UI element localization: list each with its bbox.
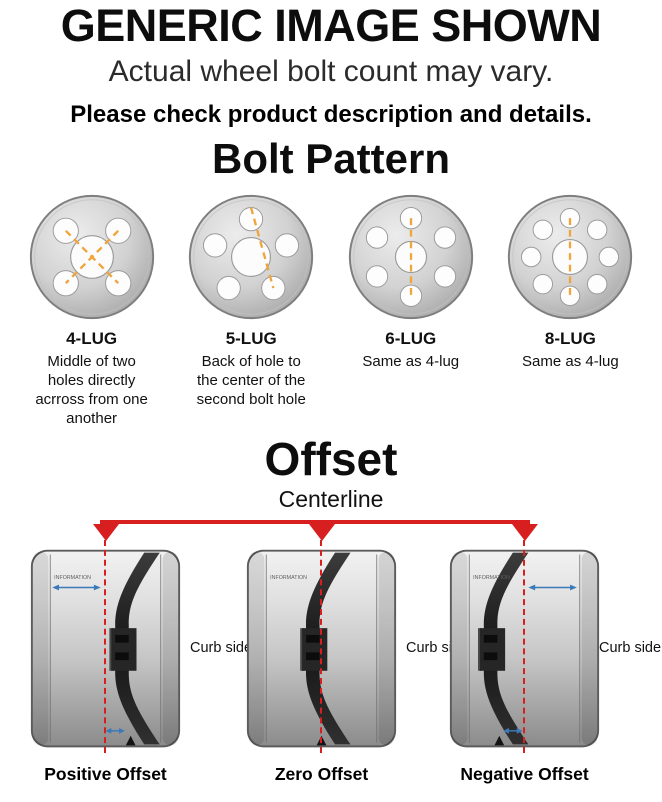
offset-label-positive: Positive Offset: [44, 764, 167, 785]
centerline-marker-icon: [309, 524, 335, 542]
bolt-hole: [203, 233, 228, 258]
lug-description: Same as 4-lug: [522, 353, 619, 371]
bolt-hole: [560, 208, 581, 229]
wheel-face-ring: [33, 199, 150, 316]
lug-name: 5-LUG: [225, 329, 277, 349]
bolt-hole: [433, 265, 456, 288]
lug-diagram-5-icon: [189, 195, 314, 320]
bolt-hole: [521, 247, 542, 268]
bolt-pattern-row: 4-LUG Middle of two holes directly acrro…: [0, 191, 662, 428]
wheel-watermark-text: INFORMATION: [270, 575, 307, 581]
centerline-rule: [100, 520, 530, 525]
offset-arrow-icon: [105, 728, 125, 735]
measurement-dash-line: [64, 230, 119, 285]
rim-flange: [581, 551, 598, 746]
wheel-face-ring: [512, 199, 629, 316]
wheel-spoke-profile: [483, 552, 529, 745]
wheel-watermark-text: INFORMATION: [54, 575, 91, 581]
lug-item-5: 5-LUG Back of hole to the center of the …: [175, 191, 327, 428]
rim-flange: [248, 551, 265, 746]
wheel-watermark-text: INFORMATION: [473, 575, 510, 581]
bolt-hole: [274, 233, 300, 258]
offset-heading: Offset: [264, 433, 398, 486]
rim-flange: [32, 551, 49, 746]
main-heading: GENERIC IMAGE SHOWN: [60, 0, 602, 51]
lug-name: 8-LUG: [544, 329, 596, 349]
bolt-hole: [533, 219, 554, 241]
center-bore: [231, 237, 272, 278]
rim-flange: [162, 551, 179, 746]
lug-description: Same as 4-lug: [362, 353, 460, 371]
lug-diagram-8-icon: [508, 195, 633, 320]
bolt-pattern-heading: Bolt Pattern: [211, 135, 450, 183]
rim-flange: [378, 551, 395, 746]
bolt-hole: [560, 285, 581, 307]
wheel-face-ring: [353, 199, 469, 316]
lug-item-6: 6-LUG Same as 4-lug: [335, 191, 487, 428]
offset-label-zero: Zero Offset: [274, 764, 369, 785]
hub-block: [111, 628, 137, 672]
bolt-hole: [261, 276, 286, 301]
wheel-spoke-profile: [306, 552, 351, 745]
rim-flange: [451, 551, 468, 746]
bolt-hole: [599, 247, 620, 268]
bolt-hole: [533, 274, 554, 295]
measurement-dash-line: [250, 207, 275, 289]
lug-description: Back of hole to the center of the second…: [196, 353, 306, 408]
mount-face-marker-icon: [125, 736, 136, 746]
mount-face-marker-icon: [494, 736, 505, 746]
centerline-marker-icon: [93, 524, 119, 542]
lug-item-4: 4-LUG Middle of two holes directly acrro…: [16, 191, 168, 428]
backspacing-arrow-icon: [528, 584, 577, 591]
lug-item-8: 8-LUG Same as 4-lug: [494, 191, 646, 428]
lug-diagram-6-icon: [348, 195, 473, 320]
bolt-hole: [365, 265, 388, 288]
hub-block: [302, 628, 328, 672]
centerline-dash-line: [104, 540, 106, 754]
curb-side-label: Curb side: [190, 640, 253, 657]
wheel-face-ring: [193, 199, 309, 316]
lug-name: 6-LUG: [385, 329, 437, 349]
curb-side-label: Curb side: [599, 640, 662, 657]
centerline-dash-line: [523, 540, 525, 754]
bolt-hole: [104, 218, 131, 245]
bolt-hole: [433, 226, 456, 250]
offset-label-negative: Negative Offset: [460, 764, 589, 785]
lug-diagram-4-icon: [29, 195, 154, 320]
centerline-marker-icon: [512, 524, 538, 542]
centerline-dash-line: [320, 540, 322, 754]
bolt-hole: [216, 276, 241, 301]
bolt-hole: [587, 219, 608, 241]
bolt-hole: [365, 226, 388, 250]
bolt-hole: [399, 285, 422, 308]
lug-description: Middle of two holes directly acrross fro…: [35, 353, 148, 427]
centerline-label: Centerline: [278, 486, 384, 513]
bolt-hole: [587, 274, 608, 295]
wheel-spoke-profile: [115, 552, 160, 745]
subtitle-text: Actual wheel bolt count may vary.: [108, 55, 554, 89]
lug-name: 4-LUG: [66, 329, 118, 349]
offset-arrow-icon: [503, 728, 523, 735]
bolt-hole: [399, 207, 422, 230]
note-text: Please check product description and det…: [70, 101, 592, 129]
hub-block: [479, 628, 506, 672]
backspacing-arrow-icon: [52, 584, 101, 591]
offset-diagram: Centerline INFORMATION: [0, 482, 662, 798]
